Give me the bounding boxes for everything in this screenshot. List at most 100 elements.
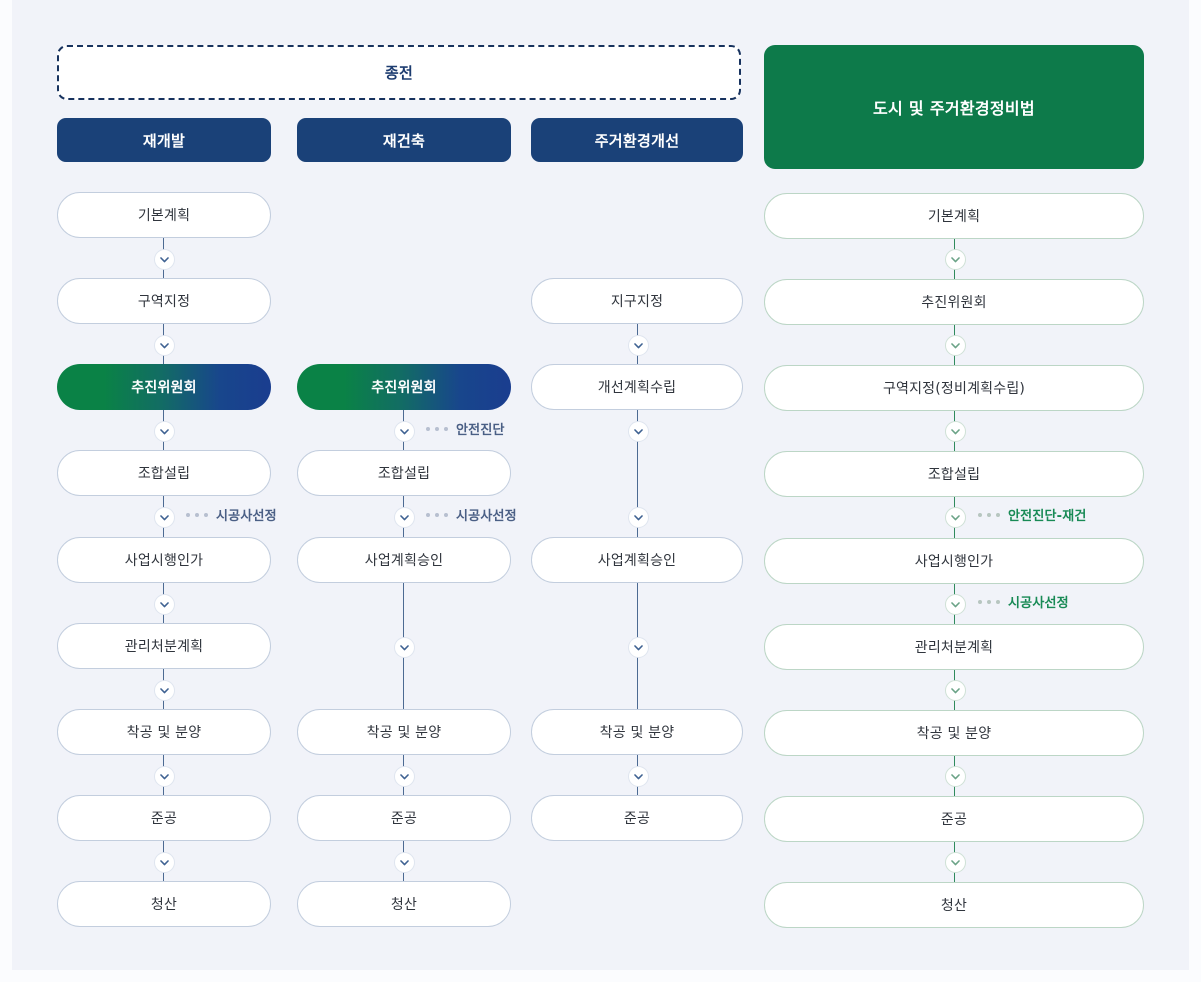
chevron-down-icon: [154, 507, 175, 528]
column-header-urban-housing-act[interactable]: 도시 및 주거환경정비법: [764, 45, 1144, 169]
node-step[interactable]: 구역지정: [57, 278, 271, 324]
node-label: 사업계획승인: [597, 553, 677, 569]
node-label: 준공: [390, 811, 418, 827]
chevron-down-icon: [154, 249, 175, 270]
node-step[interactable]: 착공 및 분양: [531, 709, 743, 755]
node-label: 조합설립: [927, 467, 981, 483]
node-label: 사업계획승인: [364, 553, 444, 569]
node-label: 청산: [390, 897, 418, 913]
chevron-down-icon: [154, 421, 175, 442]
chevron-down-icon: [628, 507, 649, 528]
node-step[interactable]: 개선계획수립: [531, 364, 743, 410]
chevron-down-icon: [945, 249, 966, 270]
note-dot: [996, 599, 1000, 604]
node-label: 청산: [940, 898, 968, 914]
node-step[interactable]: 사업시행인가: [764, 538, 1144, 584]
column-header-label: 도시 및 주거환경정비법: [873, 99, 1035, 118]
note-dot: [426, 426, 430, 431]
node-step-highlighted[interactable]: 추진위원회: [57, 364, 271, 410]
node-step[interactable]: 착공 및 분양: [764, 710, 1144, 756]
node-step[interactable]: 관리처분계획: [764, 624, 1144, 670]
node-step[interactable]: 기본계획: [764, 193, 1144, 239]
node-label: 준공: [940, 812, 968, 828]
node-step[interactable]: 사업시행인가: [57, 537, 271, 583]
node-step[interactable]: 추진위원회: [764, 279, 1144, 325]
node-step[interactable]: 지구지정: [531, 278, 743, 324]
chevron-down-icon: [945, 507, 966, 528]
node-step[interactable]: 준공: [531, 795, 743, 841]
chevron-down-icon: [945, 680, 966, 701]
chevron-down-icon: [154, 335, 175, 356]
node-label: 관리처분계획: [914, 640, 994, 656]
canvas-bottom-edge: [0, 970, 1201, 982]
node-label: 추진위원회: [371, 380, 437, 396]
legacy-group-box: 종전: [57, 45, 741, 100]
node-label: 기본계획: [137, 208, 191, 224]
node-label: 관리처분계획: [124, 639, 204, 655]
node-step[interactable]: 준공: [57, 795, 271, 841]
note-dot: [978, 599, 982, 604]
column-header-residential-improvement[interactable]: 주거환경개선: [531, 118, 743, 162]
note-label: 안전진단: [456, 423, 505, 438]
node-step[interactable]: 청산: [297, 881, 511, 927]
note-dot: [426, 512, 430, 517]
note-dot: [435, 512, 439, 517]
node-step[interactable]: 착공 및 분양: [297, 709, 511, 755]
note-dot: [444, 426, 448, 431]
chevron-down-icon: [154, 594, 175, 615]
node-step[interactable]: 조합설립: [297, 450, 511, 496]
chevron-down-icon: [394, 421, 415, 442]
note-dot: [996, 512, 1000, 517]
node-step[interactable]: 사업계획승인: [297, 537, 511, 583]
side-note: 안전진단: [426, 419, 505, 438]
node-step[interactable]: 청산: [764, 882, 1144, 928]
chevron-down-icon: [154, 766, 175, 787]
side-note: 시공사선정: [186, 505, 277, 524]
column-header-label: 재건축: [382, 131, 426, 150]
node-label: 착공 및 분양: [916, 726, 992, 742]
node-step[interactable]: 준공: [764, 796, 1144, 842]
side-note: 시공사선정: [426, 505, 517, 524]
node-step[interactable]: 조합설립: [57, 450, 271, 496]
node-label: 기본계획: [927, 209, 981, 225]
column-header-reconstruction[interactable]: 재건축: [297, 118, 511, 162]
note-dot: [435, 426, 439, 431]
note-dot: [195, 512, 199, 517]
node-label: 추진위원회: [921, 295, 987, 311]
column-header-label: 주거환경개선: [594, 131, 680, 150]
note-dot: [987, 512, 991, 517]
node-step[interactable]: 조합설립: [764, 451, 1144, 497]
node-step[interactable]: 준공: [297, 795, 511, 841]
node-label: 준공: [623, 811, 651, 827]
node-label: 착공 및 분양: [126, 725, 202, 741]
note-dot: [987, 599, 991, 604]
note-dot: [444, 512, 448, 517]
node-step[interactable]: 관리처분계획: [57, 623, 271, 669]
chevron-down-icon: [945, 594, 966, 615]
node-label: 착공 및 분양: [366, 725, 442, 741]
node-step[interactable]: 착공 및 분양: [57, 709, 271, 755]
chevron-down-icon: [945, 335, 966, 356]
note-label: 시공사선정: [1008, 596, 1069, 611]
chevron-down-icon: [394, 637, 415, 658]
chevron-down-icon: [154, 680, 175, 701]
column-header-redevelopment[interactable]: 재개발: [57, 118, 271, 162]
node-step[interactable]: 기본계획: [57, 192, 271, 238]
node-step[interactable]: 청산: [57, 881, 271, 927]
node-step-highlighted[interactable]: 추진위원회: [297, 364, 511, 410]
chevron-down-icon: [394, 766, 415, 787]
node-step[interactable]: 구역지정(정비계획수립): [764, 365, 1144, 411]
chevron-down-icon: [945, 421, 966, 442]
chevron-down-icon: [628, 637, 649, 658]
node-step[interactable]: 사업계획승인: [531, 537, 743, 583]
chevron-down-icon: [628, 335, 649, 356]
chevron-down-icon: [154, 852, 175, 873]
note-label: 시공사선정: [456, 509, 517, 524]
note-label: 시공사선정: [216, 509, 277, 524]
canvas-left-edge: [0, 0, 12, 982]
note-dot: [186, 512, 190, 517]
side-note: 시공사선정: [978, 592, 1069, 611]
node-label: 조합설립: [377, 466, 431, 482]
node-label: 구역지정: [137, 294, 191, 310]
